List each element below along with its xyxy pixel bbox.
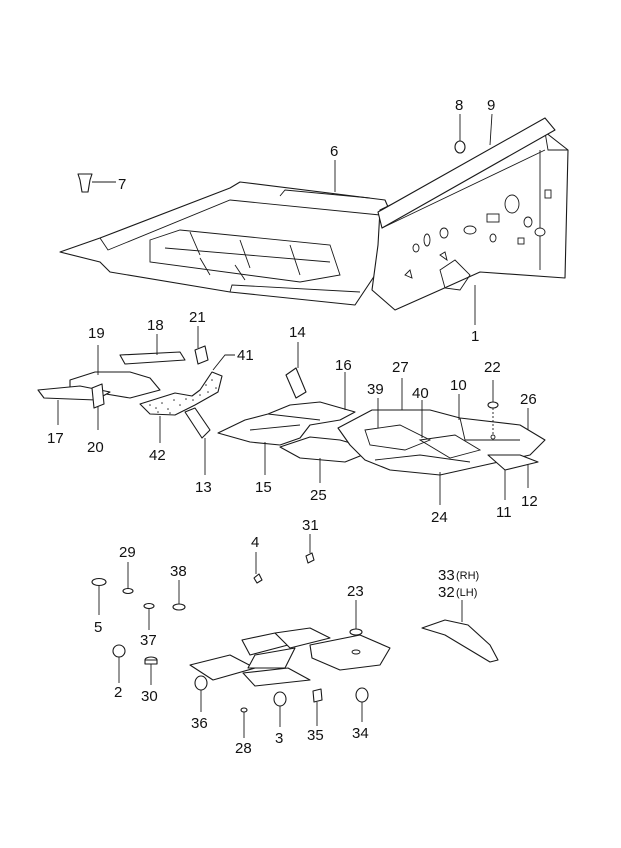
- pad-4: [253, 552, 263, 584]
- callout-26: 26: [520, 391, 537, 408]
- callout-36: 36: [191, 715, 208, 732]
- callout-2: 2: [114, 684, 122, 701]
- plug-36: [194, 675, 208, 712]
- callout-22: 22: [484, 359, 501, 376]
- callout-4: 4: [251, 534, 259, 551]
- callout-23: 23: [347, 583, 364, 600]
- callout-31: 31: [302, 517, 319, 534]
- floor-pan: [59, 181, 399, 306]
- plug-28: [240, 707, 248, 738]
- callout-33: 33: [438, 567, 455, 584]
- callout-5: 5: [94, 619, 102, 636]
- callout-11: 11: [496, 504, 512, 521]
- callout-27: 27: [392, 359, 409, 376]
- clip-7: [77, 173, 116, 193]
- callout-28: 28: [235, 740, 252, 757]
- dash-panel: [371, 117, 569, 311]
- pad-21: [194, 326, 209, 365]
- callout-38: 38: [170, 563, 187, 580]
- plug-3: [273, 691, 287, 727]
- callout-33-rh: (RH): [456, 570, 479, 582]
- callout-42: 42: [149, 447, 166, 464]
- callout-9: 9: [487, 97, 495, 114]
- callout-14: 14: [289, 324, 306, 341]
- callout-7: 7: [118, 176, 126, 193]
- callout-1: 1: [471, 328, 479, 345]
- plug-2: [112, 644, 126, 683]
- callout-8: 8: [455, 97, 463, 114]
- plug-34: [355, 687, 369, 722]
- pad-19-17-20: [37, 345, 161, 430]
- callout-6: 6: [330, 143, 338, 160]
- callout-15: 15: [255, 479, 272, 496]
- callout-25: 25: [310, 487, 327, 504]
- plug-23: [349, 600, 363, 636]
- callout-34: 34: [352, 725, 369, 742]
- callout-24: 24: [431, 509, 448, 526]
- plug-38: [172, 580, 186, 611]
- grommet-8: [454, 114, 466, 154]
- pad-41-42: [139, 354, 235, 443]
- callout-29: 29: [119, 544, 136, 561]
- callout-12: 12: [521, 493, 538, 510]
- callout-30: 30: [141, 688, 158, 705]
- plug-5: [91, 577, 107, 615]
- callout-32-lh: (LH): [456, 587, 477, 599]
- callout-20: 20: [87, 439, 104, 456]
- callout-3: 3: [275, 730, 283, 747]
- plug-29: [122, 562, 134, 595]
- callout-39: 39: [367, 381, 384, 398]
- pad-13: [184, 407, 211, 475]
- callout-13: 13: [195, 479, 212, 496]
- clip-22: [487, 380, 499, 440]
- callout-40: 40: [412, 385, 429, 402]
- pad-18: [119, 334, 186, 365]
- side-trim-32-33: [421, 600, 499, 663]
- callout-16: 16: [335, 357, 352, 374]
- callout-32: 32: [438, 584, 455, 601]
- callout-37: 37: [140, 632, 157, 649]
- callout-35: 35: [307, 727, 324, 744]
- plug-30: [144, 656, 158, 685]
- pad-31: [305, 534, 315, 564]
- pad-14: [285, 342, 307, 399]
- callout-17: 17: [47, 430, 64, 447]
- callout-19: 19: [88, 325, 105, 342]
- pad-35: [312, 688, 323, 726]
- lower-pads: [189, 627, 391, 687]
- callout-41: 41: [237, 347, 254, 364]
- pad-27-39-40-10-24: [337, 378, 546, 505]
- callout-21: 21: [189, 309, 206, 326]
- callout-18: 18: [147, 317, 164, 334]
- plug-37: [143, 602, 155, 630]
- callout-10: 10: [450, 377, 467, 394]
